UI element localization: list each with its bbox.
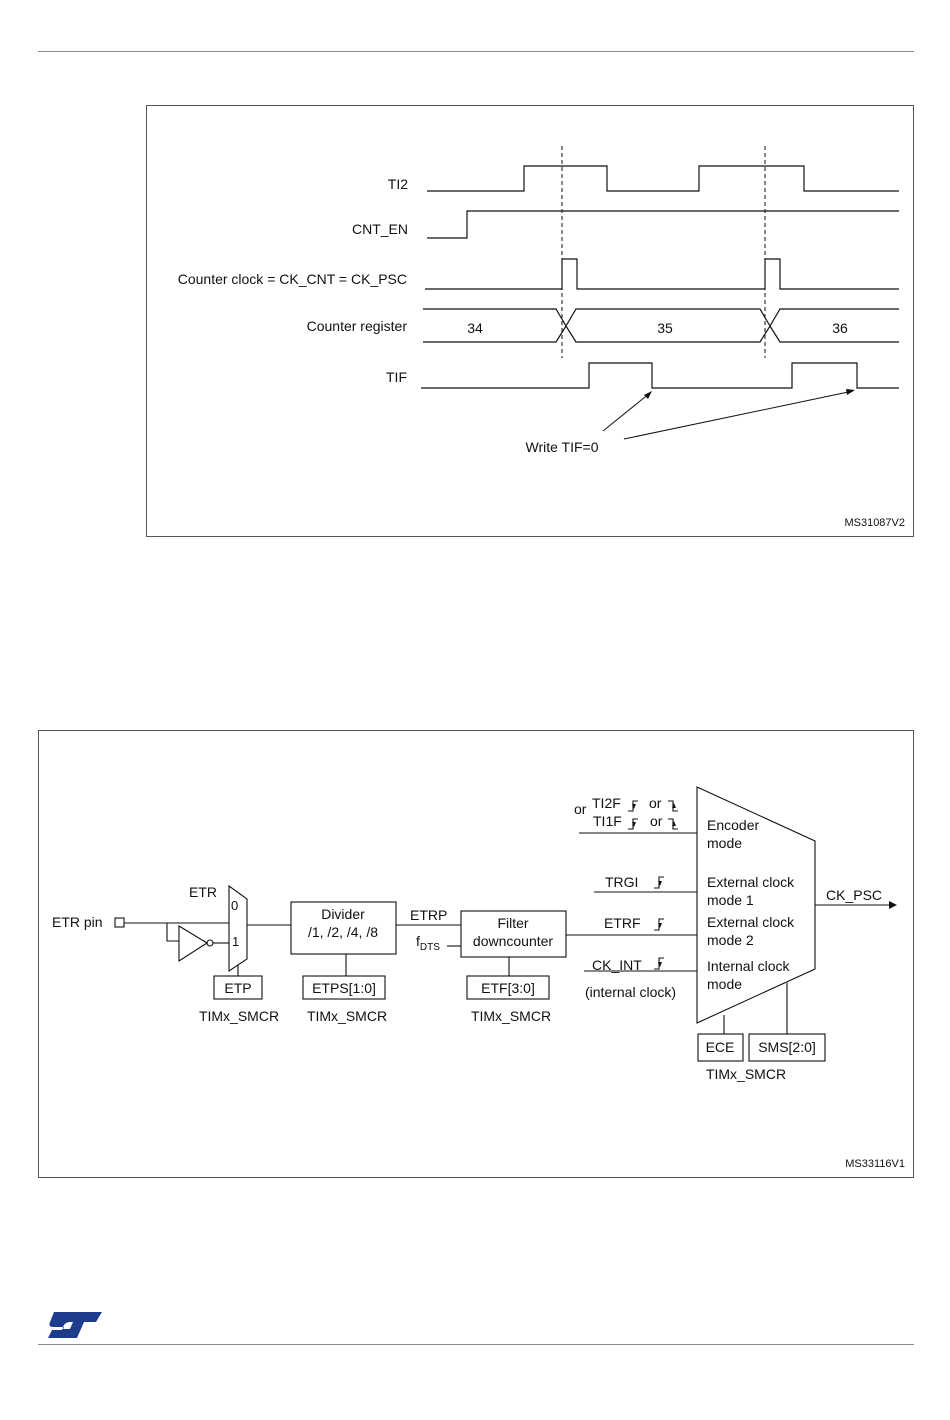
filter-label-2: downcounter — [473, 933, 554, 949]
tif-label: TIF — [386, 369, 407, 385]
smcr-label-1: TIMx_SMCR — [199, 1008, 279, 1024]
encoder-mode-label-1: Encoder — [707, 817, 759, 833]
etr-pin-label: ETR pin — [52, 914, 103, 930]
etr-mux — [228, 884, 248, 973]
ece-label: ECE — [706, 1039, 735, 1055]
counter-value-36: 36 — [832, 320, 848, 336]
encoder-mode-label-2: mode — [707, 835, 742, 851]
or-label-1: or — [649, 795, 662, 811]
register-label: Counter register — [307, 318, 408, 334]
mux-input-1: 1 — [232, 934, 239, 949]
etf-label: ETF[3:0] — [481, 980, 535, 996]
header-rule — [38, 51, 914, 52]
ti2-waveform — [427, 165, 899, 192]
block-diagram-svg: ETR pin ETR 0 1 ETP TIMx_SMCR Divider /1… — [52, 786, 905, 1170]
divider-label-1: Divider — [321, 906, 365, 922]
divider-label-2: /1, /2, /4, /8 — [308, 924, 378, 940]
trgi-label: TRGI — [605, 874, 638, 890]
ext-clock-mode1-label-1: External clock — [707, 874, 795, 890]
filter-box — [460, 910, 567, 958]
or-left-label: or — [574, 801, 587, 817]
register-bus-bottom — [423, 324, 899, 343]
filter-label-1: Filter — [497, 915, 528, 931]
st-logo — [48, 1312, 102, 1338]
ck-psc-label: CK_PSC — [826, 887, 882, 903]
counter-value-35: 35 — [657, 320, 673, 336]
sms-box — [748, 1033, 826, 1062]
etf-box — [466, 975, 550, 1000]
arrowhead-1 — [644, 391, 652, 399]
smcr-label-2: TIMx_SMCR — [307, 1008, 387, 1024]
cnt-en-waveform — [427, 210, 899, 239]
ece-box — [697, 1033, 744, 1062]
etps-label: ETPS[1:0] — [312, 980, 376, 996]
cnt-en-label: CNT_EN — [352, 221, 408, 237]
ext-clock-mode1-label-2: mode 1 — [707, 892, 754, 908]
int-clock-mode-label-2: mode — [707, 976, 742, 992]
inverter — [178, 925, 209, 963]
ck-psc-arrowhead — [889, 901, 897, 909]
footer-rule — [38, 1344, 914, 1345]
etp-label: ETP — [224, 980, 251, 996]
ck-int-label: CK_INT — [592, 957, 642, 973]
etr-label: ETR — [189, 884, 217, 900]
clock-label: Counter clock = CK_CNT = CK_PSC — [178, 271, 407, 287]
register-bus-top — [423, 308, 899, 328]
arrow-2 — [623, 390, 854, 440]
ti1f-label: TI1F — [593, 813, 622, 829]
sms-label: SMS[2:0] — [758, 1039, 816, 1055]
ext-clock-mode2-label-2: mode 2 — [707, 932, 754, 948]
internal-clock-label: (internal clock) — [585, 984, 676, 1000]
etrf-label: ETRF — [604, 915, 641, 931]
etr-pin-square — [114, 917, 125, 928]
arrowhead-2 — [846, 389, 855, 395]
etps-box — [302, 975, 386, 1000]
tif-waveform — [421, 362, 899, 389]
int-clock-mode-label-1: Internal clock — [707, 958, 790, 974]
clock-selector — [696, 786, 816, 1024]
smcr-label-3: TIMx_SMCR — [471, 1008, 551, 1024]
clock-waveform — [425, 258, 899, 290]
etp-box — [213, 975, 263, 1000]
smcr-label-4: TIMx_SMCR — [706, 1066, 786, 1082]
fdts-label: fDTS — [416, 933, 440, 953]
arrow-1 — [602, 392, 651, 432]
mux-input-0: 0 — [231, 898, 238, 913]
etr-block-diagram: ETR pin ETR 0 1 ETP TIMx_SMCR Divider /1… — [38, 730, 914, 1178]
ti2-label: TI2 — [388, 176, 408, 192]
counter-value-34: 34 — [467, 320, 483, 336]
figure-id: MS31087V2 — [844, 517, 905, 529]
ti2f-label: TI2F — [592, 795, 621, 811]
divider-box — [290, 901, 397, 955]
timing-diagram: TI2 CNT_EN Counter clock = CK_CNT = CK_P… — [146, 105, 914, 537]
timing-diagram-svg: TI2 CNT_EN Counter clock = CK_CNT = CK_P… — [178, 146, 905, 529]
figure-id: MS33116V1 — [845, 1158, 905, 1170]
or-label-2: or — [650, 813, 663, 829]
ext-clock-mode2-label-1: External clock — [707, 914, 795, 930]
etrp-label: ETRP — [410, 907, 447, 923]
write-tif-annotation: Write TIF=0 — [525, 439, 598, 455]
